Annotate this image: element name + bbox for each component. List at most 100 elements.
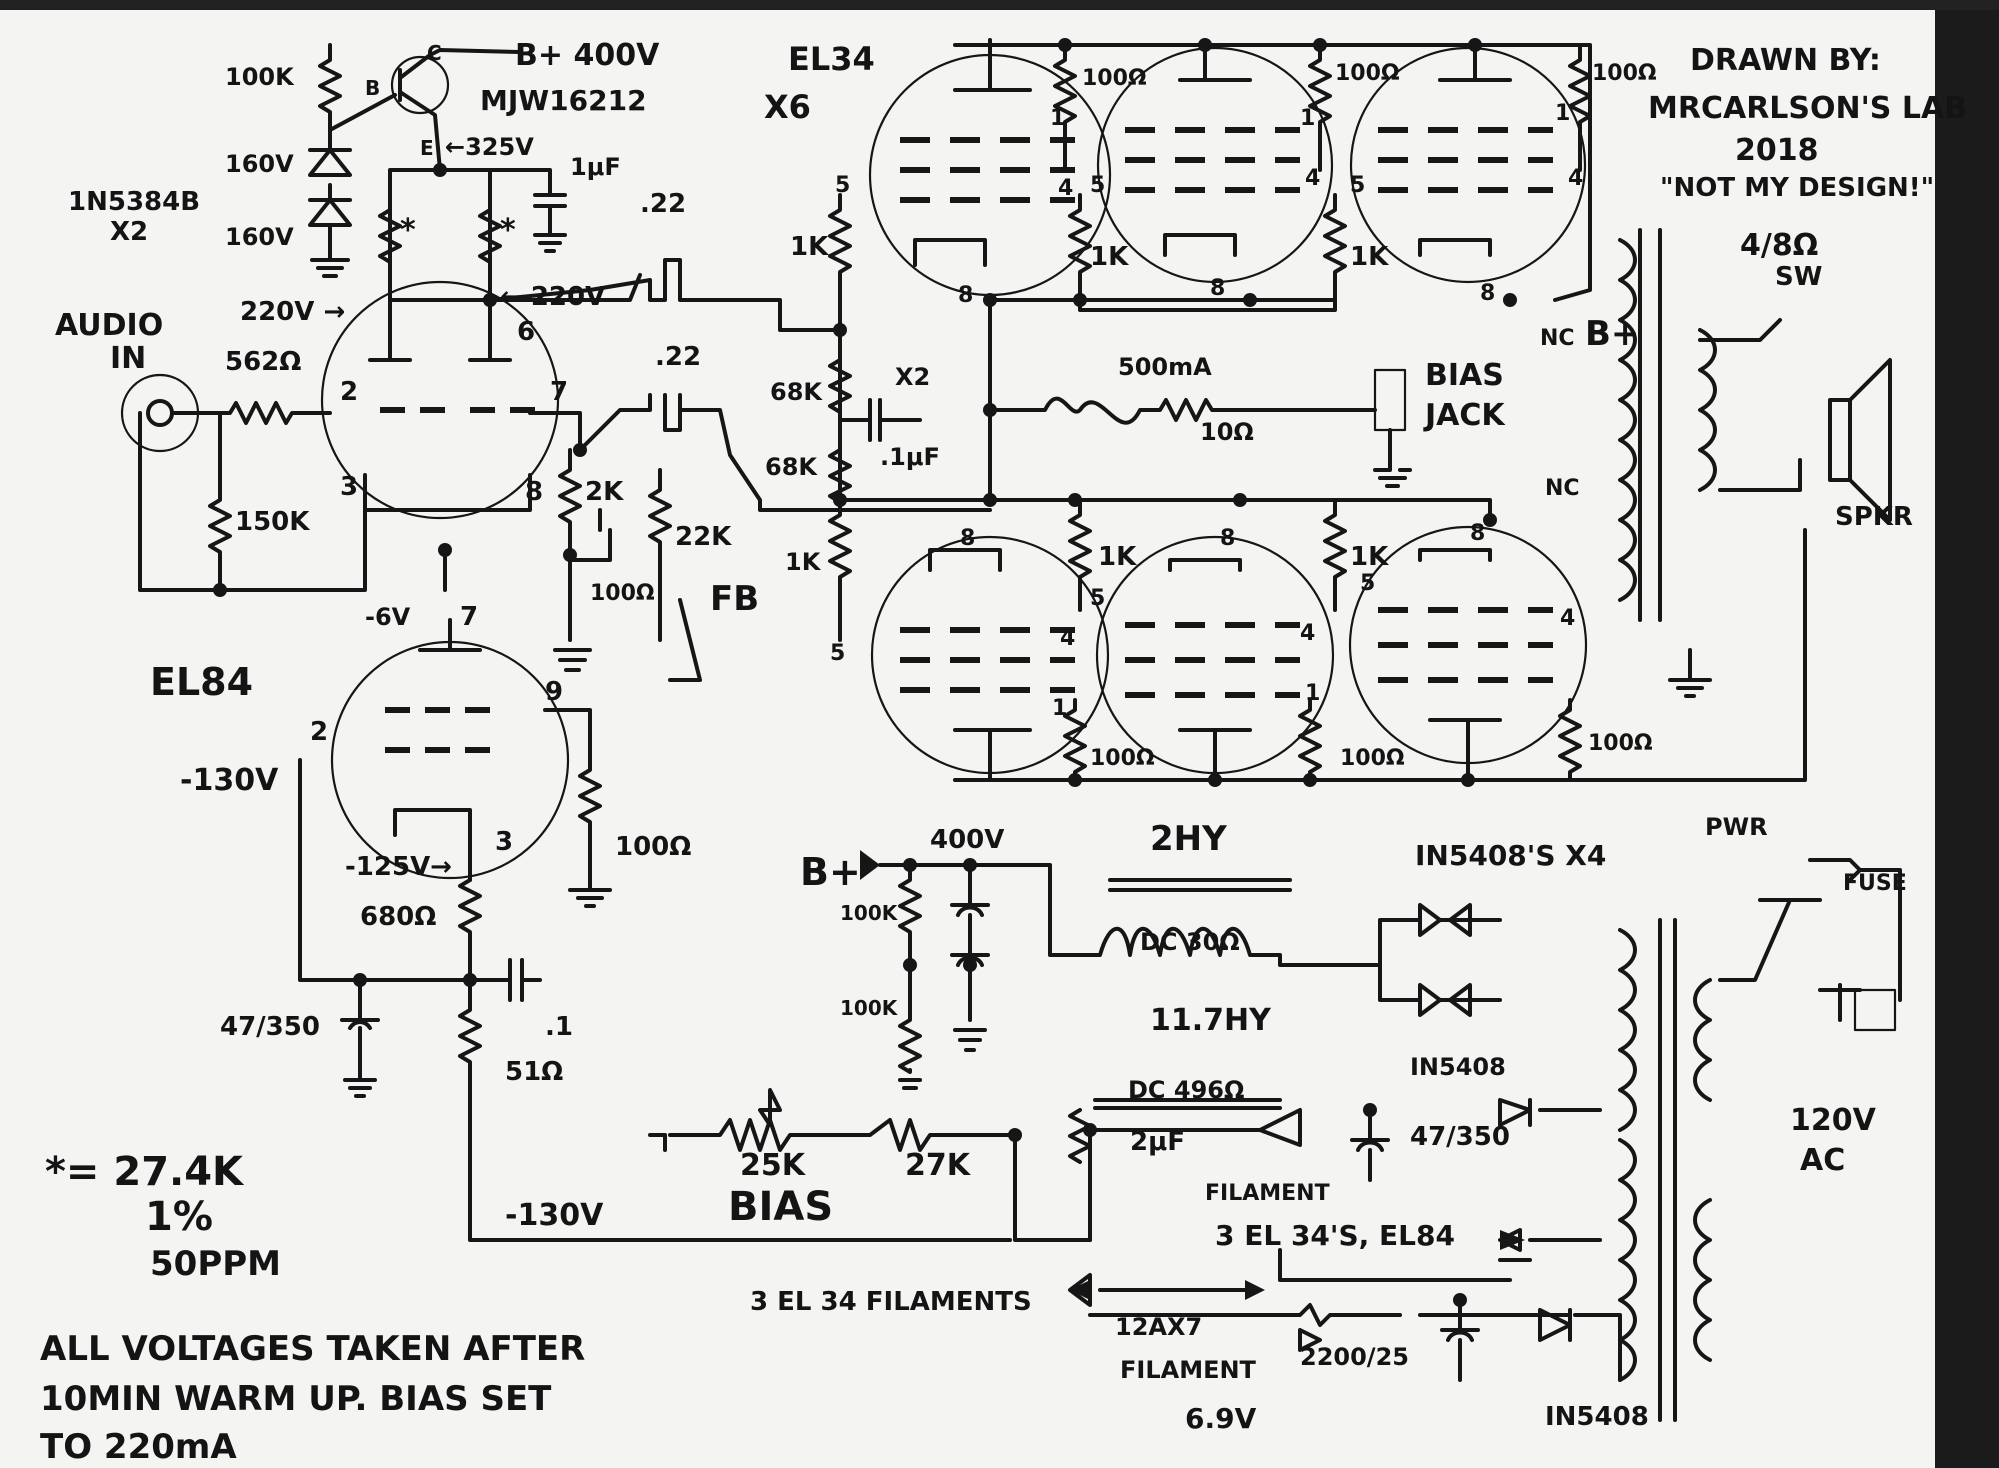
grid-res-1: 1K	[790, 232, 829, 262]
bias-cap-2uf: 2μF	[1130, 1127, 1185, 1157]
pin-4-b: 4	[1305, 166, 1320, 191]
power-switch-label: PWR	[1705, 813, 1768, 841]
zener-part: 1N5384B	[68, 187, 200, 217]
output-nc-1: NC	[1540, 326, 1575, 351]
pin-4-c: 4	[1568, 166, 1583, 191]
input-tube	[320, 280, 560, 520]
pin-4-e: 4	[1300, 621, 1315, 646]
el84-bottom-voltage: -130V	[505, 1198, 604, 1233]
plate-voltage-right: ← 220V	[500, 282, 605, 312]
regulator-bplus: B+ 400V	[515, 38, 660, 73]
el84-cap-point1: .1	[545, 1012, 573, 1042]
zener-voltage-1: 160V	[225, 150, 294, 178]
screen-res-5: 100Ω	[1340, 746, 1405, 771]
credit-line-4: "NOT MY DESIGN!"	[1660, 173, 1934, 203]
el84-label: EL84	[150, 660, 253, 704]
el84-grid-voltage: -130V	[180, 763, 279, 798]
splitter-r68k-top: 68K	[770, 378, 823, 406]
coupling-cap-2: .22	[655, 342, 701, 372]
pin-5-f: 5	[1360, 571, 1375, 596]
audio-in-1: AUDIO	[55, 308, 163, 343]
el84-r100: 100Ω	[615, 832, 691, 862]
tube-pin-2: 2	[340, 377, 358, 407]
pin-1-b: 1	[1300, 106, 1315, 131]
speaker-switch: SW	[1775, 262, 1822, 292]
el84-pin-7: 7	[460, 602, 478, 632]
pin-8-c: 8	[1480, 281, 1495, 306]
zener-voltage-2: 160V	[225, 223, 294, 251]
transistor-b: B	[365, 76, 380, 100]
supply-cap-47: 47/350	[1410, 1122, 1510, 1152]
diode-label-1: IN5408	[1410, 1053, 1506, 1081]
output-bplus: B+	[1585, 314, 1639, 354]
splitter-r1k: 1K	[785, 548, 822, 576]
filament-12ax7-label: FILAMENT	[1120, 1356, 1257, 1384]
el34-count: X6	[764, 88, 811, 126]
tube-pin-7: 7	[550, 377, 568, 407]
transistor-e: E	[420, 136, 434, 160]
bias-fuse: 500mA	[1118, 353, 1212, 381]
regulator-r100k: 100K	[225, 63, 295, 91]
pin-8-b: 8	[1210, 276, 1225, 301]
pin-5-d: 5	[830, 641, 845, 666]
el84-r680: 680Ω	[360, 902, 436, 932]
supply-cap-2200: 2200/25	[1300, 1343, 1409, 1371]
resistor-100-feedback: 100Ω	[590, 581, 655, 606]
filament-label-2: 3 EL 34'S, EL84	[1215, 1219, 1455, 1252]
note-line-1: ALL VOLTAGES TAKEN AFTER	[40, 1329, 585, 1369]
notes-block: *= 27.4K 1% 50PPM ALL VOLTAGES TAKEN AFT…	[40, 1149, 585, 1467]
pin-8-e: 8	[1220, 526, 1235, 551]
pin-1-a: 1	[1050, 106, 1065, 131]
note-star-3: 50PPM	[150, 1244, 281, 1284]
choke-2-dcr: DC 496Ω	[1128, 1076, 1244, 1104]
el84-pin-2: 2	[310, 717, 328, 747]
diode-label-2: IN5408	[1545, 1402, 1649, 1432]
input-stage: AUDIO IN 562Ω 150K 220V → ← 220V 2 3 6 7…	[55, 189, 992, 682]
pin-8-f: 8	[1470, 521, 1485, 546]
power-tube-bank: EL34 X6	[764, 38, 1807, 787]
cathode-voltage: -6V	[365, 603, 411, 631]
choke-1-dcr: DC 30Ω	[1140, 928, 1240, 956]
pin-1-c: 1	[1555, 101, 1570, 126]
phase-splitter: 68K 68K X2 .1μF 1K 500mA 10Ω BIAS JACK	[765, 338, 1506, 576]
bias-r27k: 27K	[905, 1148, 972, 1183]
filament-voltage: 6.9V	[1185, 1402, 1257, 1435]
output-section: B+ NC NC 4/8Ω SW SPKR	[1540, 228, 1913, 698]
el34-label: EL34	[788, 40, 875, 78]
star-mark-2: *	[500, 213, 516, 248]
tube-pin-8: 8	[525, 477, 543, 507]
tube-pin-6: 6	[517, 317, 535, 347]
screen-res-4: 100Ω	[1090, 746, 1155, 771]
note-line-3: TO 220mA	[40, 1427, 237, 1467]
el84-pin-9: 9	[545, 677, 563, 707]
filament-label-1: FILAMENT	[1205, 1181, 1330, 1206]
pin-8-a: 8	[958, 283, 973, 308]
pin-4-f: 4	[1560, 606, 1575, 631]
supply-bplus: B+	[800, 850, 861, 894]
emitter-voltage: ←325V	[445, 133, 534, 161]
bias-jack-1: BIAS	[1425, 358, 1504, 393]
screen-res-6: 100Ω	[1588, 731, 1653, 756]
el84-r51: 51Ω	[505, 1057, 563, 1087]
grid-resistor: 150K	[235, 507, 310, 537]
plate-voltage-left: 220V →	[240, 297, 345, 327]
input-resistor: 562Ω	[225, 347, 301, 377]
speaker-label: SPKR	[1835, 502, 1913, 532]
pin-8-d: 8	[960, 526, 975, 551]
feedback-switch-label: FB	[710, 579, 759, 619]
resistor-2k: 2K	[585, 477, 624, 507]
bias-r10: 10Ω	[1200, 418, 1254, 446]
credit-line-3: 2018	[1735, 133, 1819, 168]
rectifier-diodes: IN5408'S X4	[1415, 839, 1606, 872]
grid-res-3: 1K	[1350, 242, 1389, 272]
filament-12ax7: 12AX7	[1115, 1313, 1202, 1341]
transistor-part: MJW16212	[480, 84, 647, 117]
mains-voltage: 120V	[1790, 1103, 1877, 1138]
pin-5-a: 5	[835, 173, 850, 198]
pin-5-e: 5	[1090, 586, 1105, 611]
fuse-label: FUSE	[1843, 871, 1907, 896]
star-mark-1: *	[400, 213, 416, 248]
screen-res-1: 100Ω	[1082, 66, 1147, 91]
pin-1-d: 1	[1052, 696, 1067, 721]
